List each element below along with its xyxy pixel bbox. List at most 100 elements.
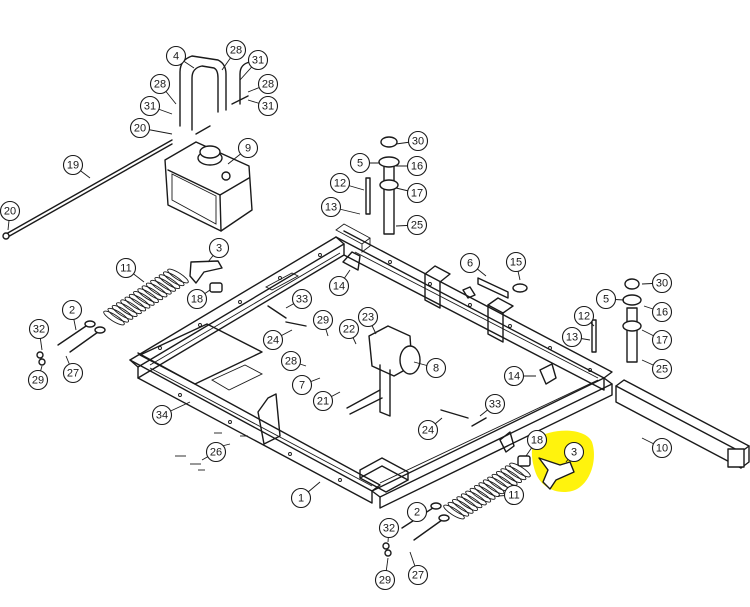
callout-label: 8 bbox=[433, 363, 439, 375]
callout-circle bbox=[312, 390, 334, 412]
callout-circle bbox=[357, 306, 379, 328]
callout-circle bbox=[503, 484, 525, 506]
bolts-left bbox=[36, 305, 487, 427]
spring-coil bbox=[504, 465, 527, 481]
callout-label: 14 bbox=[333, 281, 345, 293]
callout-label: 33 bbox=[296, 294, 308, 306]
callout-circle bbox=[280, 350, 302, 372]
callout-label: 4 bbox=[173, 51, 179, 63]
callout-circle bbox=[338, 318, 360, 340]
spring-coil bbox=[124, 296, 147, 312]
callout-label: 25 bbox=[656, 364, 668, 376]
callout-balloon: 3 bbox=[563, 441, 585, 463]
callout-circle bbox=[262, 329, 284, 351]
leader-lines bbox=[7, 49, 663, 581]
spring-coil bbox=[103, 310, 125, 326]
callout-label: 18 bbox=[531, 435, 543, 447]
callout-balloon: 27 bbox=[62, 362, 84, 384]
callout-label: 28 bbox=[230, 45, 242, 57]
spring-coil bbox=[496, 471, 518, 486]
callout-circle bbox=[573, 305, 595, 327]
callout-label: 27 bbox=[412, 570, 424, 582]
spring-coil bbox=[154, 277, 176, 292]
callout-circle bbox=[407, 564, 429, 586]
callout-circle bbox=[186, 288, 208, 310]
callout-circle bbox=[595, 288, 617, 310]
callout-balloon: 14 bbox=[503, 365, 525, 387]
callout-label: 1 bbox=[298, 493, 304, 505]
callout-balloon: 12 bbox=[573, 305, 595, 327]
callout-circle bbox=[28, 318, 50, 340]
spring-coil bbox=[482, 479, 505, 495]
callout-label: 3 bbox=[571, 447, 577, 459]
callout-label: 31 bbox=[144, 101, 156, 113]
callout-label: 11 bbox=[120, 263, 131, 275]
callout-label: 13 bbox=[325, 202, 337, 214]
callout-label: 19 bbox=[67, 160, 79, 172]
bracket-3-left bbox=[189, 260, 223, 293]
callout-circle bbox=[526, 429, 548, 451]
callout-balloon: 28 bbox=[149, 73, 171, 95]
callout-balloon: 28 bbox=[225, 39, 247, 61]
callout-circle bbox=[320, 196, 342, 218]
callout-balloon: 9 bbox=[237, 137, 259, 159]
callout-balloon: 4 bbox=[165, 45, 187, 67]
callout-circle bbox=[651, 272, 673, 294]
callout-label: 21 bbox=[317, 396, 329, 408]
callout-label: 18 bbox=[191, 294, 203, 306]
callout-circle bbox=[149, 73, 171, 95]
callout-circle bbox=[503, 365, 525, 387]
callout-balloon: 32 bbox=[28, 318, 50, 340]
callout-balloon: 27 bbox=[407, 564, 429, 586]
callout-label: 17 bbox=[411, 188, 423, 200]
callout-balloon: 30 bbox=[407, 130, 429, 152]
callout-circle bbox=[328, 275, 350, 297]
callout-balloon: 1 bbox=[290, 487, 312, 509]
callout-label: 2 bbox=[414, 507, 420, 519]
callout-balloon: 24 bbox=[417, 419, 439, 441]
callout-balloon: 33 bbox=[291, 288, 313, 310]
spring-coil bbox=[460, 493, 483, 509]
spring-left bbox=[103, 268, 189, 326]
spring-coil bbox=[443, 504, 465, 520]
callout-circle bbox=[151, 404, 173, 426]
callout-circle bbox=[129, 117, 151, 139]
spring-coil bbox=[116, 302, 138, 317]
callout-label: 24 bbox=[267, 335, 279, 347]
spring-coil bbox=[452, 499, 474, 514]
callout-balloon: 25 bbox=[651, 358, 673, 380]
spring-coil bbox=[141, 285, 164, 301]
spring-coil bbox=[456, 496, 478, 511]
callout-circle bbox=[237, 137, 259, 159]
callout-balloon: 2 bbox=[406, 501, 428, 523]
callout-label: 12 bbox=[578, 311, 590, 323]
spring-coil bbox=[500, 468, 522, 483]
callout-circle bbox=[651, 301, 673, 323]
spring-coil bbox=[107, 307, 130, 323]
callout-circle bbox=[0, 200, 21, 222]
callout-balloon: 19 bbox=[62, 154, 84, 176]
spring-coil bbox=[137, 288, 159, 303]
callout-circle bbox=[139, 95, 161, 117]
callout-circle bbox=[459, 252, 481, 274]
callout-balloon: 26 bbox=[205, 441, 227, 463]
callout-circle bbox=[651, 329, 673, 351]
callout-circle bbox=[225, 39, 247, 61]
callout-circle bbox=[417, 419, 439, 441]
callout-circle bbox=[505, 251, 527, 273]
callout-balloon: 31 bbox=[139, 95, 161, 117]
callout-balloon: 29 bbox=[312, 309, 334, 331]
callout-label: 15 bbox=[510, 257, 522, 269]
callout-balloon: 14 bbox=[328, 275, 350, 297]
callout-label: 5 bbox=[357, 158, 363, 170]
callout-balloon: 20 bbox=[129, 117, 151, 139]
callout-balloon: 28 bbox=[257, 73, 279, 95]
callout-label: 2 bbox=[69, 305, 75, 317]
spring-coil bbox=[167, 268, 189, 284]
spring-coil bbox=[474, 485, 496, 500]
callout-label: 24 bbox=[422, 425, 434, 437]
callout-label: 12 bbox=[334, 178, 346, 190]
callout-label: 28 bbox=[262, 79, 274, 91]
callout-label: 33 bbox=[489, 399, 501, 411]
